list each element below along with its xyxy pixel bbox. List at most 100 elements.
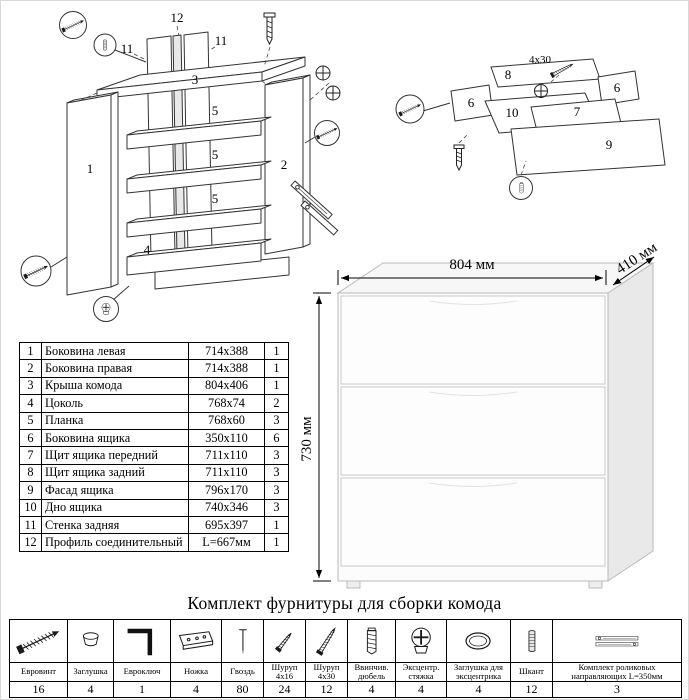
hardware-name: Евровинт bbox=[10, 662, 67, 682]
label-back-right: 11 bbox=[215, 33, 228, 48]
drawer-front-3 bbox=[340, 477, 606, 567]
label-top-panel: 3 bbox=[192, 72, 199, 87]
hardware-table: Евровинт 16 Заглушка 4 Евроключ 1 Ножка … bbox=[9, 619, 682, 698]
hardware-qty: 4 bbox=[193, 682, 199, 696]
part-size: 350x110 bbox=[188, 428, 265, 448]
part-size: 714x388 bbox=[188, 341, 265, 361]
part-qty: 3 bbox=[264, 446, 289, 465]
hardware-qty: 4 bbox=[475, 682, 482, 696]
part-name: Профиль соединительный bbox=[41, 533, 189, 552]
parts-table-row: 4 Цоколь 768x74 2 bbox=[19, 394, 289, 413]
right-side-panel bbox=[264, 74, 311, 255]
hardware-qty: 3 bbox=[614, 682, 620, 696]
cam-icon bbox=[396, 620, 446, 662]
part-number: 1 bbox=[19, 341, 42, 361]
part-qty: 3 bbox=[264, 498, 289, 517]
hardware-name: Гвоздь bbox=[222, 662, 263, 682]
hardware-cell: Гвоздь 80 bbox=[221, 620, 263, 697]
cap-icon bbox=[68, 620, 113, 662]
vertical-screw-detail bbox=[263, 12, 276, 46]
part-name: Щит ящика передний bbox=[41, 446, 189, 465]
hardware-name: Шкант bbox=[511, 662, 552, 682]
label-back-left: 11 bbox=[121, 41, 134, 56]
parts-table-row: 6 Боковина ящика 350x110 6 bbox=[19, 428, 289, 448]
parts-table-row: 12 Профиль соединительный L=667мм 1 bbox=[19, 533, 289, 552]
drawer-handle-notch-1 bbox=[428, 300, 518, 305]
part-qty: 6 bbox=[264, 428, 289, 448]
label-left-side: 1 bbox=[87, 161, 94, 176]
label-facade: 9 bbox=[606, 137, 613, 152]
hardware-name: Ножка bbox=[171, 662, 221, 682]
hardware-name: Заглушка для эксцентрика bbox=[447, 662, 510, 682]
label-side-left: 6 bbox=[468, 95, 475, 110]
dowel-icon bbox=[103, 39, 107, 51]
label-front-shield: 7 bbox=[574, 104, 581, 119]
hexkey-icon bbox=[114, 620, 170, 662]
cross-screw-details bbox=[315, 65, 341, 101]
dresser-side-face bbox=[607, 262, 654, 582]
part-number: 7 bbox=[19, 446, 42, 465]
part-size: L=667мм bbox=[188, 533, 265, 552]
drawer-guide-lines bbox=[458, 74, 560, 176]
nail-icon bbox=[222, 620, 263, 662]
callout-dowel-drawer bbox=[509, 176, 533, 200]
drawer-front-2 bbox=[340, 386, 606, 476]
shkant-icon bbox=[511, 620, 552, 662]
parts-table-row: 11 Стенка задняя 695x397 1 bbox=[19, 515, 289, 535]
leg-icon bbox=[171, 620, 221, 662]
parts-table-row: 5 Планка 768x60 3 bbox=[19, 411, 289, 430]
drawer-facade bbox=[510, 118, 666, 176]
drawer-front-1 bbox=[340, 295, 606, 385]
dim-width-label: 804 мм bbox=[449, 257, 495, 273]
part-size: 768x74 bbox=[188, 394, 265, 413]
cross-screw-drawer bbox=[534, 84, 548, 98]
hardware-qty: 1 bbox=[139, 682, 145, 696]
part-qty: 1 bbox=[264, 515, 289, 535]
screw16-icon bbox=[264, 620, 305, 662]
hardware-name: Эксцентр. стяжка bbox=[396, 662, 446, 682]
part-size: 768x60 bbox=[188, 411, 265, 430]
part-name: Стенка задняя bbox=[41, 515, 189, 535]
part-size: 804x406 bbox=[188, 376, 265, 396]
dim-height-label: 730 мм bbox=[301, 416, 315, 462]
label-rail-2: 5 bbox=[212, 147, 219, 162]
part-name: Боковина левая bbox=[41, 341, 189, 361]
part-number: 9 bbox=[19, 481, 42, 500]
dresser-feet bbox=[346, 580, 603, 589]
part-number: 6 bbox=[19, 428, 42, 448]
label-back-shield: 8 bbox=[505, 67, 512, 82]
hardware-cell: Заглушка для эксцентрика 4 bbox=[446, 620, 510, 697]
parts-list-table: 1 Боковина левая 714x388 1 2 Боковина пр… bbox=[19, 341, 289, 552]
part-size: 711x110 bbox=[188, 446, 265, 465]
label-profile: 12 bbox=[171, 10, 184, 25]
part-number: 12 bbox=[19, 533, 42, 552]
hardware-qty: 24 bbox=[278, 682, 291, 696]
hardware-qty: 4 bbox=[418, 682, 424, 696]
parts-table-row: 3 Крыша комода 804x406 1 bbox=[19, 376, 289, 396]
part-number: 5 bbox=[19, 411, 42, 430]
label-bottom: 10 bbox=[506, 105, 519, 120]
hardware-qty: 80 bbox=[236, 682, 249, 696]
part-size: 711x110 bbox=[188, 463, 265, 483]
hardware-qty: 16 bbox=[32, 682, 45, 696]
drawer-slide-detail bbox=[290, 180, 339, 236]
drawer-side-right bbox=[597, 70, 640, 106]
part-size: 695x397 bbox=[188, 515, 265, 535]
label-screw-size: 4x30 bbox=[529, 54, 552, 66]
slides-icon bbox=[553, 620, 681, 662]
hardware-cell: Евровинт 16 bbox=[10, 620, 67, 697]
part-qty: 1 bbox=[264, 376, 289, 396]
part-qty: 2 bbox=[264, 394, 289, 413]
part-qty: 1 bbox=[264, 533, 289, 552]
part-number: 3 bbox=[19, 376, 42, 396]
drawer-fronts bbox=[340, 295, 606, 567]
label-right-side: 2 bbox=[281, 157, 288, 172]
part-size: 740x346 bbox=[188, 498, 265, 517]
part-name: Крыша комода bbox=[41, 376, 189, 396]
drawer-handle-notch-3 bbox=[428, 482, 518, 487]
hardware-name: Шуруп 4x16 bbox=[264, 662, 305, 682]
part-name: Цоколь bbox=[41, 394, 189, 413]
label-side-right: 6 bbox=[614, 80, 621, 95]
left-side-panel bbox=[66, 91, 119, 296]
